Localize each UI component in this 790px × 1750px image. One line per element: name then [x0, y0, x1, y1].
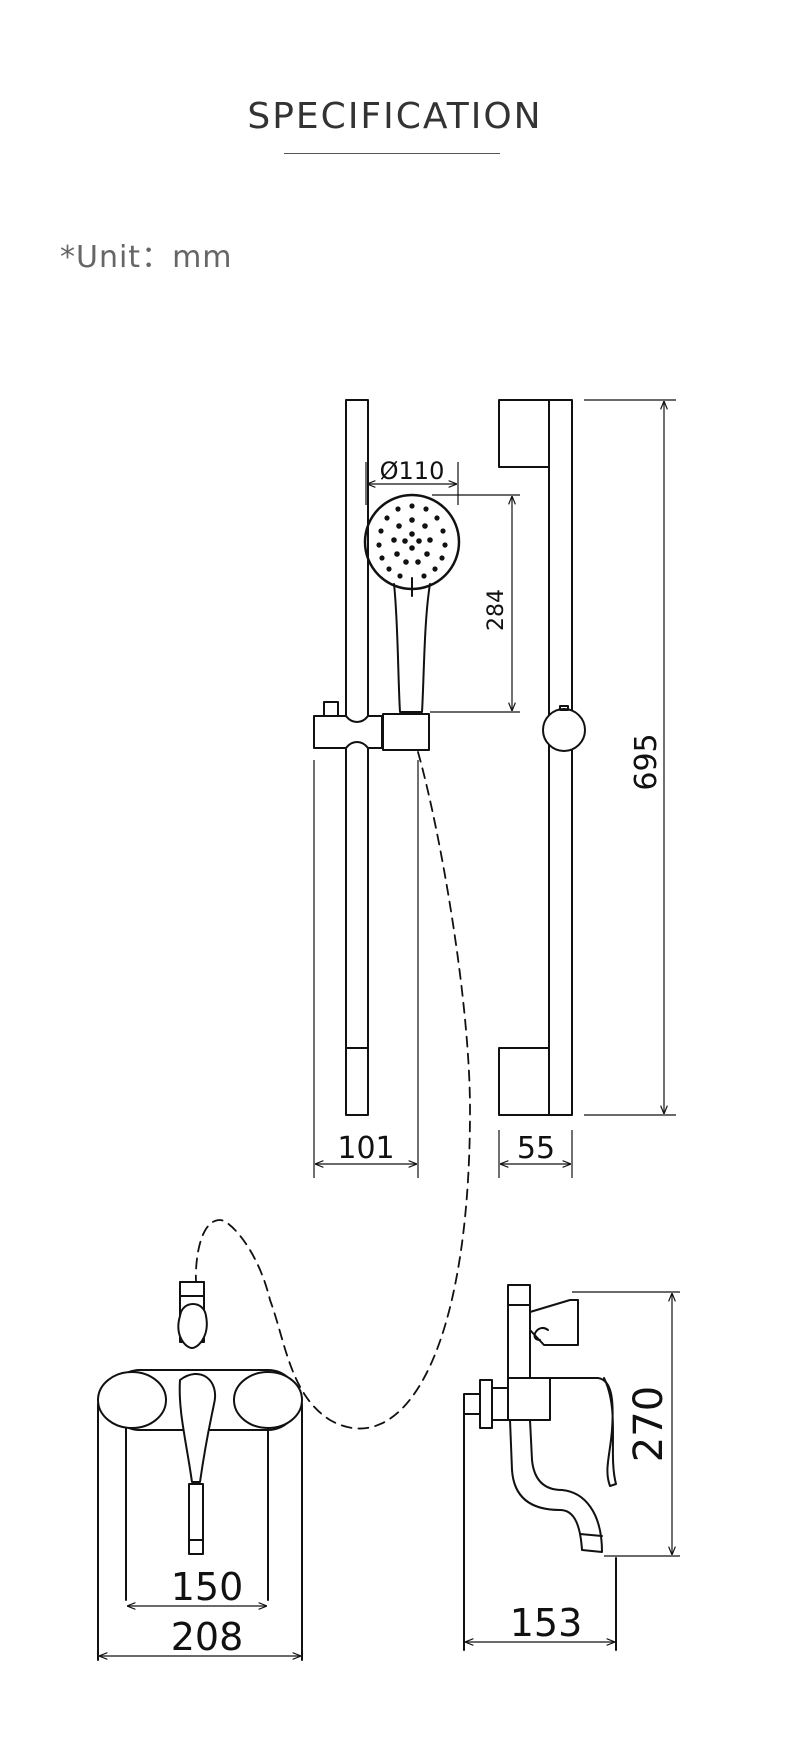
unit-note: *Unit：mm: [60, 240, 233, 275]
right-escutcheon: [233, 1371, 303, 1429]
faucet-front: [97, 1281, 303, 1661]
dim-rail-height: 695: [629, 733, 664, 790]
rail-profile: [548, 399, 573, 1116]
side-lever: [507, 1377, 617, 1487]
rail-bar: [345, 399, 369, 1116]
dim-faucet-width: 208: [171, 1615, 244, 1659]
connector: [491, 1387, 509, 1421]
dim-handshower-length: 284: [484, 589, 509, 631]
diverter-knob: [177, 1303, 208, 1349]
title-underline: [284, 153, 500, 154]
page-title: SPECIFICATION: [247, 96, 543, 137]
dim-faucet-centers: 150: [171, 1565, 244, 1609]
spray-nozzles: [376, 503, 448, 579]
shower-head-outline: [363, 493, 461, 591]
bottom-bracket: [498, 1047, 550, 1116]
top-bracket: [498, 399, 550, 468]
slide-rail-front: [345, 399, 369, 1116]
shower-holder: [313, 701, 430, 751]
faucet-lever: [178, 1373, 217, 1483]
hand-shower: [363, 493, 461, 713]
shower-hose: [194, 751, 471, 1430]
dimension-lines: [99, 399, 680, 1656]
side-spout: [509, 1419, 603, 1553]
dim-rail-depth: 55: [517, 1131, 555, 1166]
shower-handle: [393, 583, 431, 713]
faucet-side: [463, 1284, 617, 1651]
diverter-cap: [179, 1281, 205, 1297]
dim-holder-depth: 101: [337, 1131, 394, 1166]
slide-rail-side: [498, 399, 586, 1116]
side-diverter: [529, 1299, 579, 1346]
knob-tab: [559, 705, 569, 711]
wall-flange: [479, 1379, 493, 1429]
side-diverter-curve: [533, 1327, 549, 1341]
left-escutcheon: [97, 1371, 167, 1429]
side-top-cap: [507, 1284, 531, 1306]
side-body: [507, 1377, 551, 1421]
dim-faucet-height: 270: [626, 1386, 672, 1462]
spout-outlet: [188, 1483, 204, 1555]
side-column: [507, 1304, 531, 1384]
dim-head-diameter: Ø110: [380, 457, 445, 485]
dim-faucet-projection: 153: [510, 1601, 583, 1645]
spout-tip: [579, 1533, 603, 1537]
wall-pipe: [463, 1393, 481, 1415]
holder-knob: [542, 708, 586, 752]
